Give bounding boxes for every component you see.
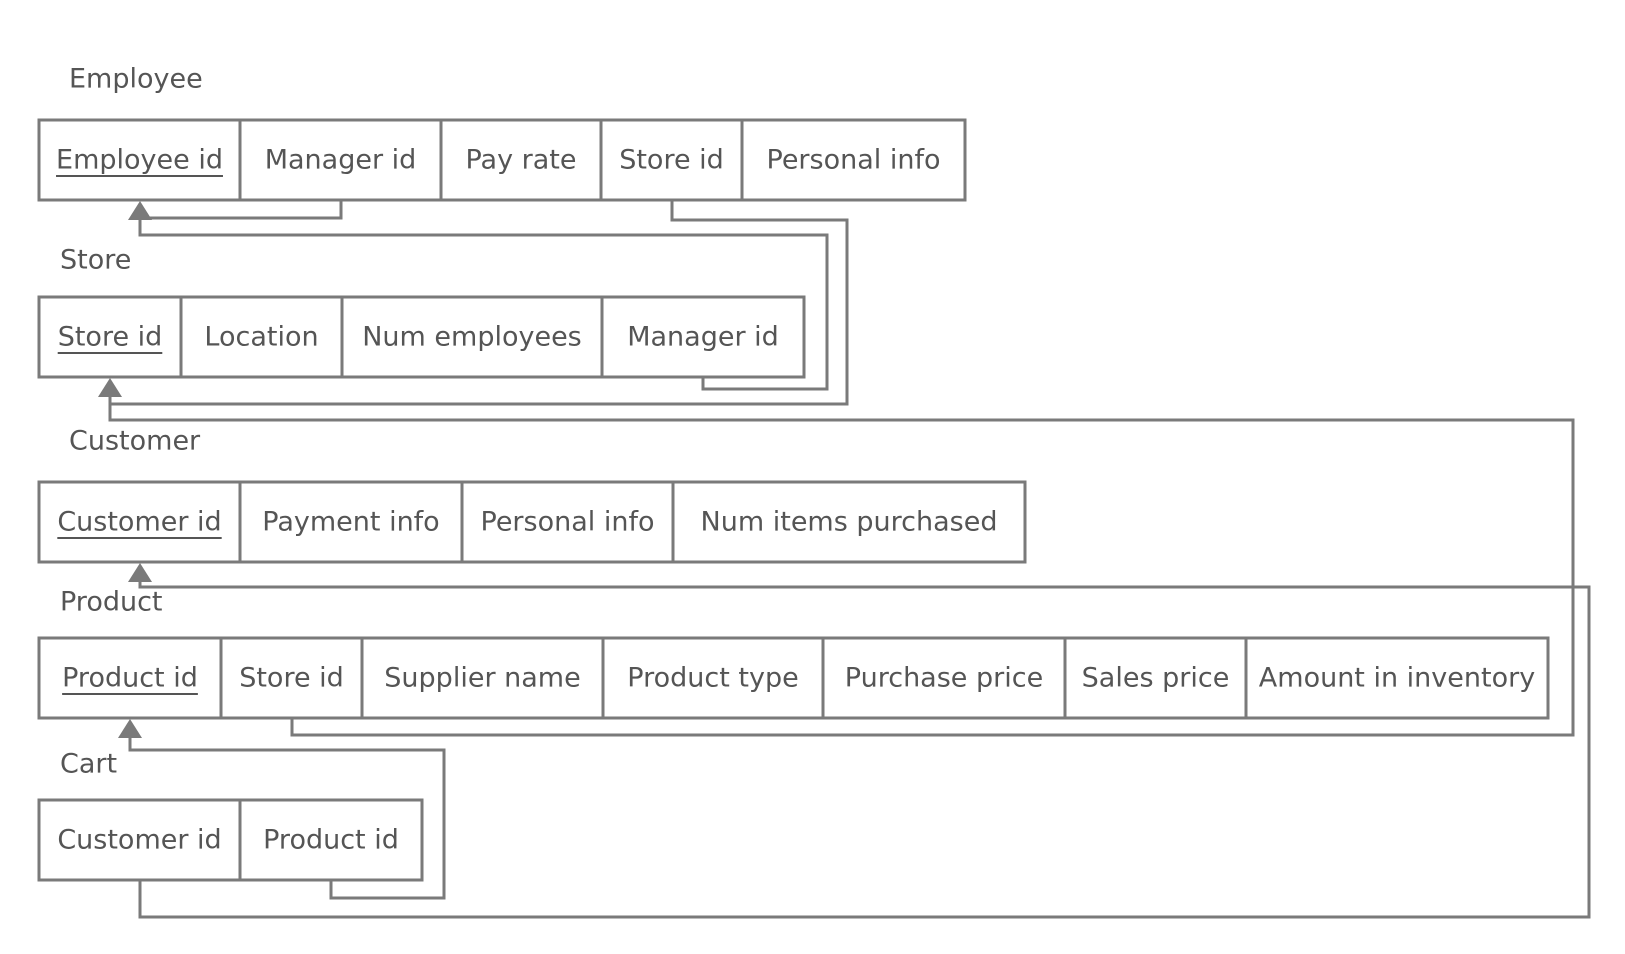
table-title-cart: Cart <box>60 749 117 780</box>
table-title-store: Store <box>60 245 131 276</box>
column-label: Product id <box>263 825 399 856</box>
column-cell-border <box>238 118 443 202</box>
arrowhead-icon <box>128 563 152 582</box>
column-cell-border <box>740 118 967 202</box>
column-cell-customer-3: Num items purchased <box>671 480 1027 564</box>
column-cell-product-1: Store id <box>219 636 364 720</box>
foreign-key-line <box>138 210 829 391</box>
column-cell-customer-1: Payment info <box>238 480 464 564</box>
column-cell-border <box>671 480 1027 564</box>
table-title-product: Product <box>60 587 163 618</box>
column-cell-border <box>1063 636 1248 720</box>
fk-cart-customer-to-customer-id <box>128 563 1591 919</box>
primary-key-label: Product id <box>62 663 198 694</box>
column-label: Supplier name <box>384 663 580 694</box>
column-label: Store id <box>239 663 344 694</box>
column-cell-cart-1: Product id <box>238 798 424 882</box>
column-cell-border <box>821 636 1067 720</box>
column-cell-employee-4: Personal info <box>740 118 967 202</box>
column-label: Product type <box>627 663 798 694</box>
foreign-key-line <box>108 387 1575 737</box>
column-label: Manager id <box>627 322 779 353</box>
column-cell-product-2: Supplier name <box>360 636 605 720</box>
column-label: Personal info <box>481 507 655 538</box>
column-cell-employee-3: Store id <box>599 118 744 202</box>
column-cell-employee-1: Manager id <box>238 118 443 202</box>
primary-key-label: Customer id <box>57 507 221 538</box>
column-cell-cart-0: Customer id <box>37 798 242 882</box>
column-cell-border <box>439 118 603 202</box>
column-label: Customer id <box>57 825 221 856</box>
column-cell-product-3: Product type <box>601 636 825 720</box>
column-label: Num employees <box>362 322 582 353</box>
column-cell-product-0: Product id <box>37 636 223 720</box>
fk-employee-manager-to-employee-id <box>128 200 343 220</box>
column-cell-product-4: Purchase price <box>821 636 1067 720</box>
column-label: Personal info <box>767 145 941 176</box>
column-label: Pay rate <box>465 145 576 176</box>
arrowhead-icon <box>118 719 142 738</box>
fk-cart-product-to-product-id <box>118 719 446 900</box>
column-label: Payment info <box>262 507 439 538</box>
column-label: Num items purchased <box>701 507 998 538</box>
column-cell-customer-2: Personal info <box>460 480 675 564</box>
foreign-key-line <box>138 572 1591 919</box>
column-label: Store id <box>619 145 724 176</box>
foreign-key-line <box>128 728 446 900</box>
column-cell-border <box>37 480 242 564</box>
column-cell-border <box>37 636 223 720</box>
fk-store-manager-to-employee-id <box>138 210 829 391</box>
primary-key-label: Store id <box>58 322 163 353</box>
column-cell-store-3: Manager id <box>600 295 806 379</box>
column-cell-store-0: Store id <box>37 295 183 379</box>
column-cell-border <box>238 480 464 564</box>
table-title-employee: Employee <box>69 64 203 95</box>
column-label: Manager id <box>265 145 417 176</box>
column-cell-border <box>238 798 424 882</box>
column-cell-border <box>37 118 242 202</box>
column-cell-store-2: Num employees <box>340 295 604 379</box>
table-title-customer: Customer <box>69 426 201 457</box>
column-cell-customer-0: Customer id <box>37 480 242 564</box>
foreign-key-line <box>138 200 343 220</box>
fk-product-store-to-store-id <box>108 387 1575 737</box>
column-cell-product-5: Sales price <box>1063 636 1248 720</box>
primary-key-label: Employee id <box>56 145 223 176</box>
column-cell-border <box>460 480 675 564</box>
foreign-key-links-layer <box>98 200 1591 919</box>
column-label: Location <box>204 322 318 353</box>
column-label: Amount in inventory <box>1259 663 1535 694</box>
column-cell-border <box>1244 636 1550 720</box>
column-label: Sales price <box>1082 663 1230 694</box>
column-label: Purchase price <box>845 663 1043 694</box>
column-cell-store-1: Location <box>179 295 344 379</box>
column-cell-employee-0: Employee id <box>37 118 242 202</box>
column-cell-employee-2: Pay rate <box>439 118 603 202</box>
column-cell-product-6: Amount in inventory <box>1244 636 1550 720</box>
column-cell-border <box>340 295 604 379</box>
column-cell-border <box>179 295 344 379</box>
